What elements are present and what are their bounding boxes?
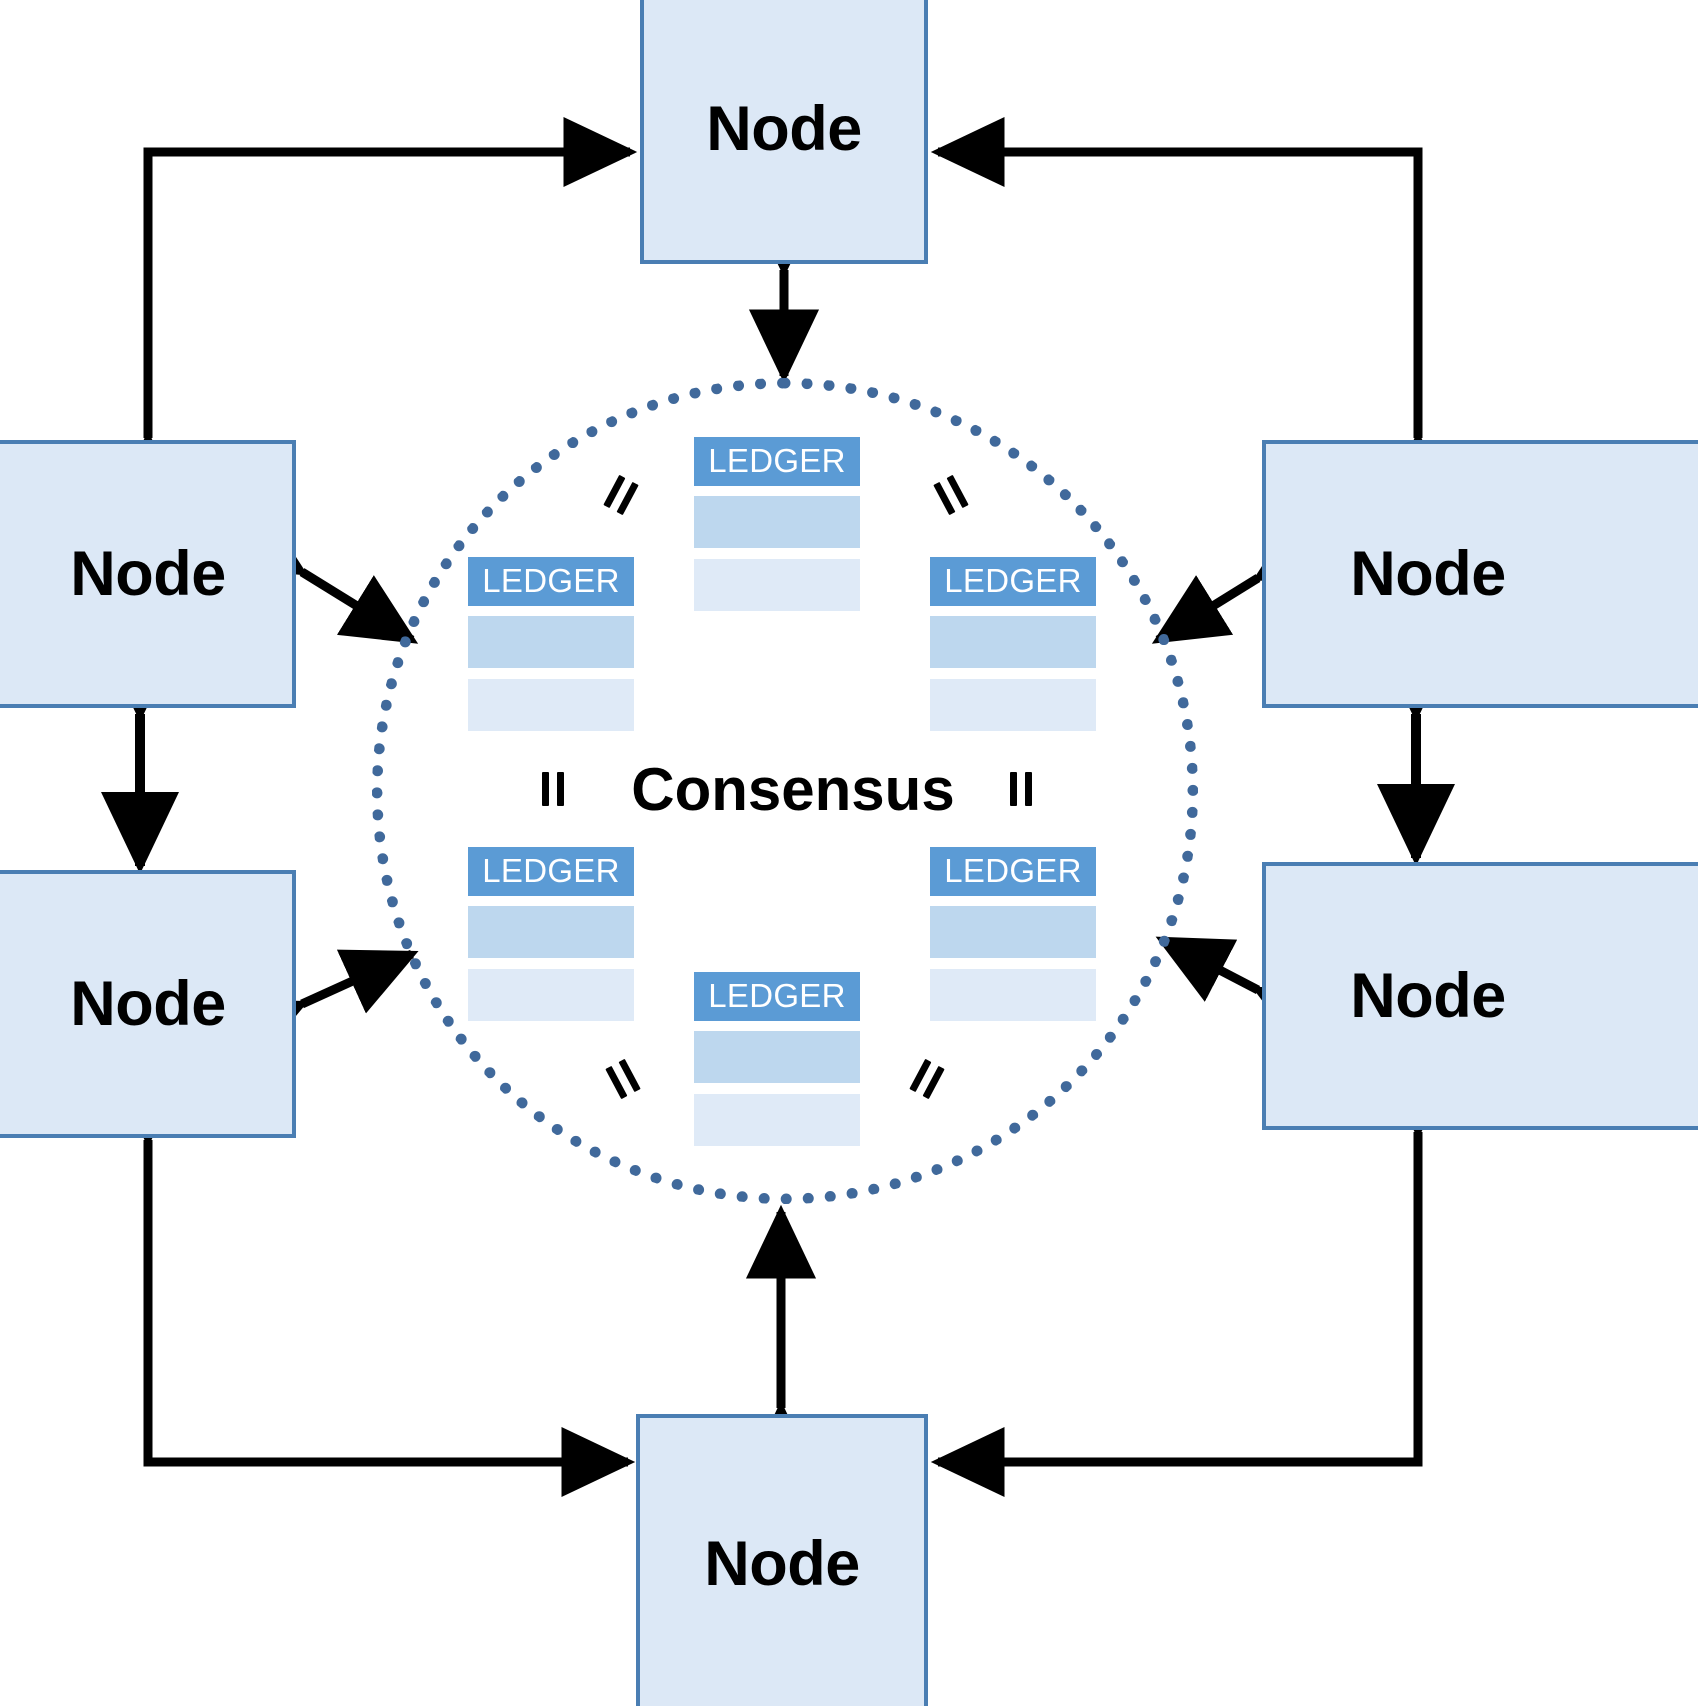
node-box-bottom[interactable]: Node: [636, 1414, 928, 1706]
equals-icon-middle-left: [536, 772, 570, 806]
node-label: Node: [70, 968, 226, 1039]
ledger-row-secondary: [694, 559, 860, 611]
node-box-left-lower[interactable]: Node: [0, 870, 296, 1138]
ledger-row-primary: [694, 496, 860, 548]
ledger-header: LEDGER: [930, 557, 1096, 606]
ledger-card-lower-right[interactable]: LEDGER: [930, 847, 1096, 1021]
ledger-card-lower-left[interactable]: LEDGER: [468, 847, 634, 1021]
node-label: Node: [70, 538, 226, 609]
ledger-row-secondary: [468, 679, 634, 731]
node-box-left-upper[interactable]: Node: [0, 440, 296, 708]
node-label: Node: [1350, 538, 1506, 609]
node-box-top[interactable]: Node: [640, 0, 928, 264]
consensus-label: Consensus: [631, 756, 955, 823]
ledger-row-secondary: [930, 679, 1096, 731]
node-label: Node: [706, 93, 862, 164]
ledger-header: LEDGER: [468, 847, 634, 896]
ledger-row-primary: [930, 616, 1096, 668]
ledger-row-primary: [468, 906, 634, 958]
node-label: Node: [704, 1528, 860, 1599]
equals-icon-middle-right: [1004, 772, 1038, 806]
connector-left-lower-to-consensus: [226, 949, 419, 1064]
ledger-header: LEDGER: [694, 972, 860, 1021]
ledger-row-primary: [694, 1031, 860, 1083]
ledger-row-secondary: [930, 969, 1096, 1021]
ledger-card-upper-right[interactable]: LEDGER: [930, 557, 1096, 731]
node-label: Node: [1350, 960, 1506, 1031]
ledger-header: LEDGER: [694, 437, 860, 486]
connector-left-upper-to-consensus: [226, 507, 419, 644]
ledger-card-upper-left[interactable]: LEDGER: [468, 557, 634, 731]
ledger-header: LEDGER: [468, 557, 634, 606]
connector-right-lower-to-consensus: [1155, 936, 1334, 1052]
ledger-card-top[interactable]: LEDGER: [694, 437, 860, 611]
node-box-right-upper[interactable]: Node: [1262, 440, 1698, 708]
connector-right-lower-to-bottom: [930, 1065, 1454, 1498]
connector-left-upper-to-top: [112, 116, 638, 505]
ledger-card-bottom[interactable]: LEDGER: [694, 972, 860, 1146]
connector-right-upper-to-top: [930, 116, 1454, 505]
connector-right-upper-to-consensus: [1151, 513, 1334, 644]
ledger-row-primary: [930, 906, 1096, 958]
consensus-boundary-circle: [372, 378, 1198, 1204]
ledger-header: LEDGER: [930, 847, 1096, 896]
ledger-row-secondary: [694, 1094, 860, 1146]
ledger-row-secondary: [468, 969, 634, 1021]
connector-left-lower-to-bottom: [112, 1073, 636, 1498]
node-box-right-lower[interactable]: Node: [1262, 862, 1698, 1130]
ledger-row-primary: [468, 616, 634, 668]
